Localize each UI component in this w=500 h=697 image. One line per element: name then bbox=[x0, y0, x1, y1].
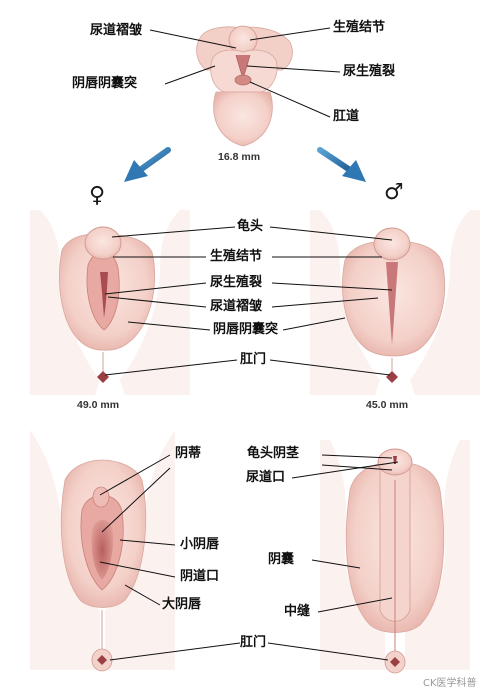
label-urogenital-groove-top: 尿生殖裂 bbox=[343, 64, 396, 79]
measurement-male: 45.0 mm bbox=[366, 399, 409, 411]
label-anal-canal-top: 肛道 bbox=[333, 109, 360, 124]
label-glans-penis: 龟头阴茎 bbox=[247, 446, 300, 461]
male-adult-figure bbox=[320, 440, 470, 674]
label-raphe: 中缝 bbox=[284, 604, 311, 619]
label-vaginal-opening: 阴道口 bbox=[180, 569, 220, 584]
label-urethral-opening: 尿道口 bbox=[246, 470, 286, 485]
label-labia-majora: 大阴唇 bbox=[162, 597, 202, 612]
arrow-to-female bbox=[124, 147, 171, 182]
label-clitoris: 阴蒂 bbox=[175, 446, 202, 461]
label-urethral-folds-mid: 尿道褶皱 bbox=[210, 299, 263, 314]
arrow-to-male bbox=[317, 147, 366, 182]
measurement-female: 49.0 mm bbox=[77, 399, 120, 411]
female-adult-figure bbox=[30, 430, 175, 672]
measurement-top: 16.8 mm bbox=[218, 151, 261, 163]
label-anus-mid: 肛门 bbox=[240, 352, 267, 367]
label-anus-bottom: 肛门 bbox=[240, 635, 267, 650]
label-labia-minora: 小阴唇 bbox=[180, 537, 220, 552]
male-developing-figure bbox=[310, 210, 480, 395]
indifferent-stage-figure bbox=[196, 25, 293, 147]
female-symbol: ♀ bbox=[89, 183, 106, 208]
label-urogenital-groove-mid: 尿生殖裂 bbox=[210, 275, 263, 290]
label-labioscrotal-swelling-mid: 阴唇阴囊突 bbox=[213, 322, 279, 337]
label-scrotum: 阴囊 bbox=[268, 552, 295, 567]
leader-lines bbox=[99, 27, 399, 661]
label-glans-mid: 龟头 bbox=[237, 219, 264, 234]
label-urethral-folds-top: 尿道褶皱 bbox=[90, 23, 143, 38]
label-labioscrotal-swelling-top: 阴唇阴囊突 bbox=[72, 76, 138, 91]
watermark: CK医学科普 bbox=[423, 678, 477, 689]
male-symbol: ♂ bbox=[384, 180, 404, 205]
female-developing-figure bbox=[30, 210, 190, 395]
label-genital-tubercle-mid: 生殖结节 bbox=[210, 249, 263, 264]
label-genital-tubercle-top: 生殖结节 bbox=[333, 20, 386, 35]
